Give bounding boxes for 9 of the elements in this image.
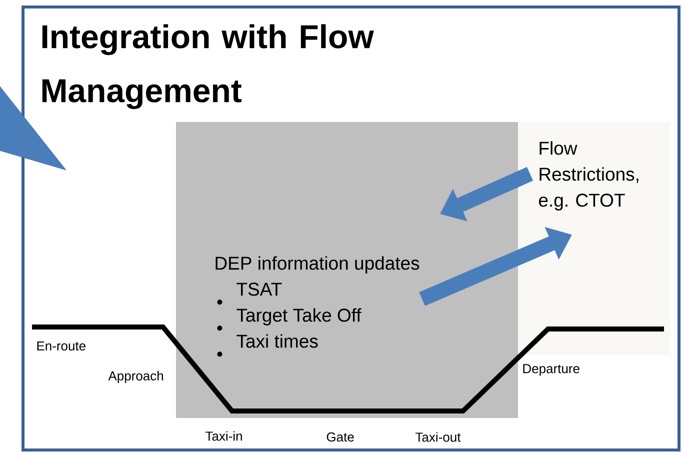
phase-label: Taxi-out [416, 432, 461, 442]
restrictions-box: Flow Restrictions, e.g. CTOT [518, 122, 670, 355]
phase-label: Taxi-in [206, 431, 242, 441]
phase-label: Approach [108, 370, 163, 384]
information-box: DEP information updates TSAT Target Take Off Taxi times [176, 122, 518, 418]
phase-label: Gate [326, 432, 354, 442]
phase-label: En-route [37, 341, 86, 351]
title: Integration with Flow Management [42, 24, 374, 110]
phase-label: Departure [523, 364, 580, 376]
